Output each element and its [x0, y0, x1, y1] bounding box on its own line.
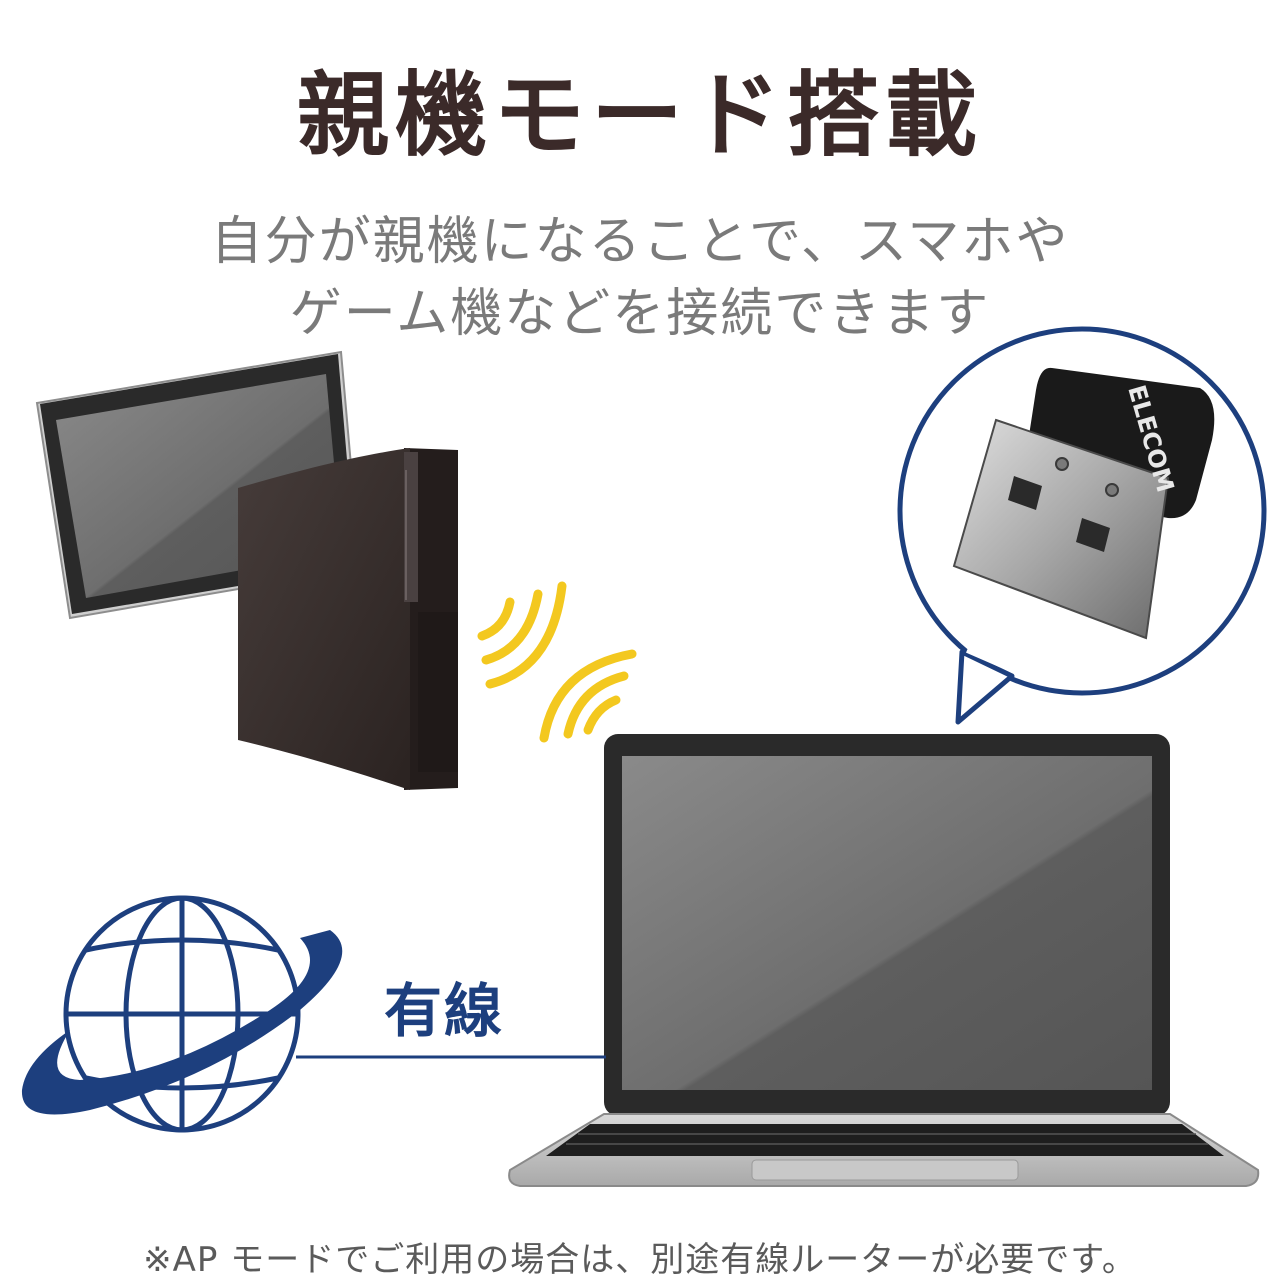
subtitle: 自分が親機になることで、スマホや ゲーム機などを接続できます	[0, 206, 1280, 350]
page-title: 親機モード搭載	[296, 62, 983, 169]
wifi-waves-icon	[477, 581, 637, 743]
laptop-icon	[508, 734, 1260, 1187]
globe-icon	[63, 895, 301, 1133]
usb-adapter-icon: ELECOM	[952, 367, 1215, 640]
globe-orbit	[21, 930, 343, 1115]
footnote: ※AP モードでご利用の場合は、別途有線ルーターが必要です。	[143, 1240, 1137, 1280]
subtitle-line-2: ゲーム機などを接続できます	[289, 284, 991, 344]
subtitle-line-1: 自分が親機になることで、スマホや	[210, 212, 1070, 272]
game-console-icon	[238, 448, 458, 790]
wired-label: 有線	[384, 977, 505, 1045]
